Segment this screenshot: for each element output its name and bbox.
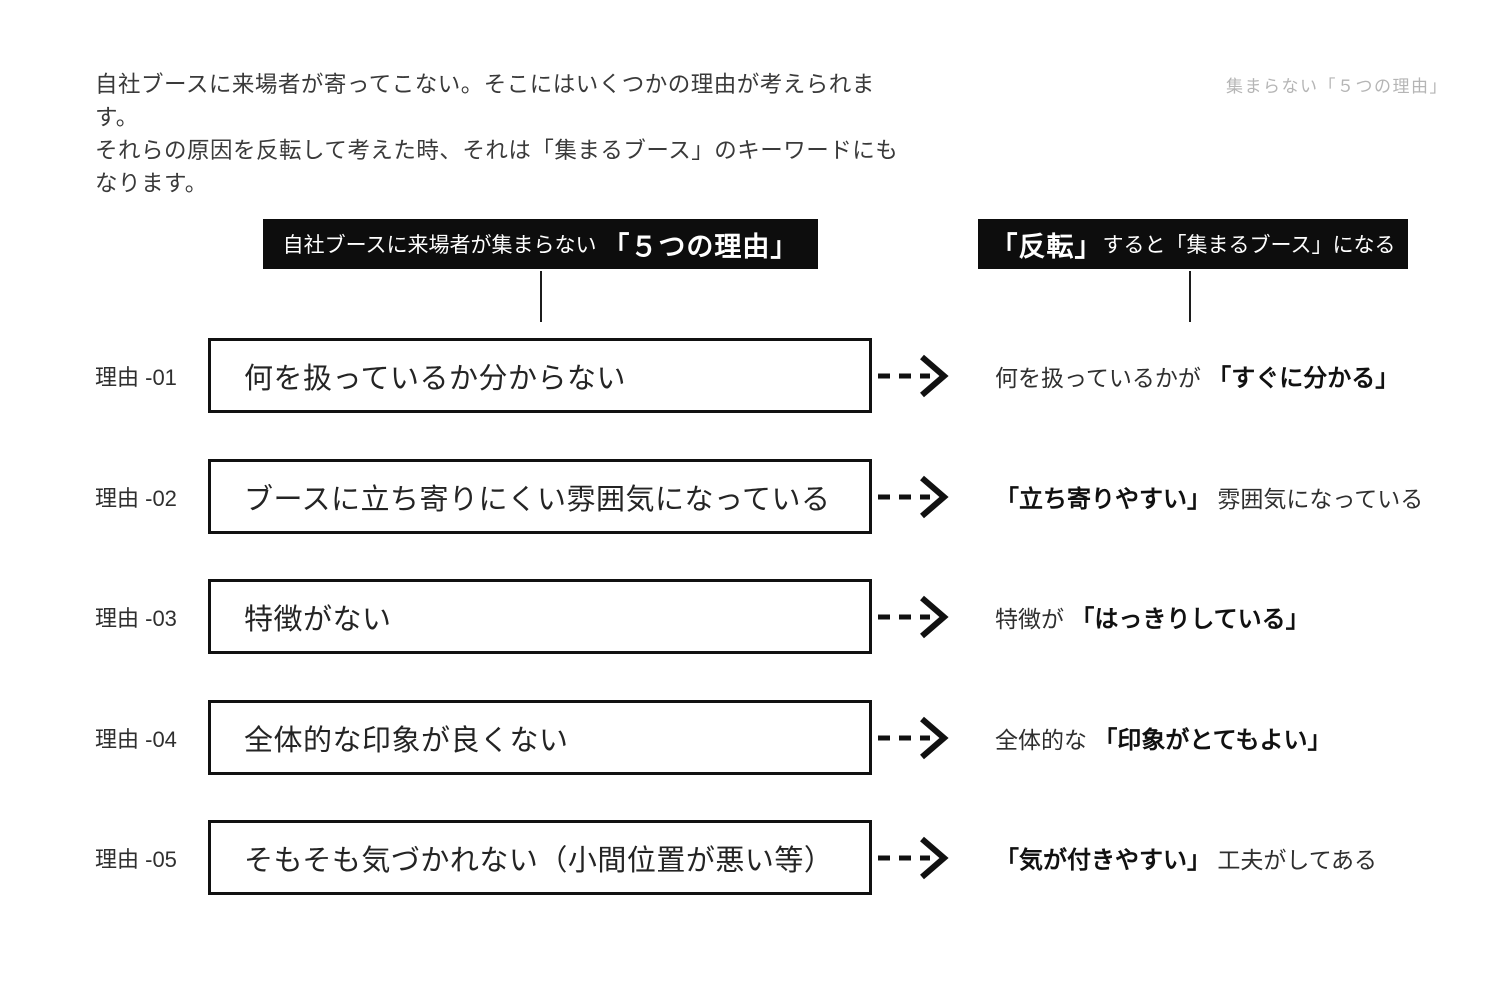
text-segment: 何を扱っているかが bbox=[995, 364, 1208, 391]
right-connector-line bbox=[1189, 271, 1191, 322]
dashed-arrow-icon bbox=[878, 716, 949, 759]
result-text: 何を扱っているかが 「すぐに分かる」 bbox=[995, 338, 1399, 413]
result-text: 特徴が 「はっきりしている」 bbox=[995, 579, 1310, 654]
text-segment: 「すぐに分かる」 bbox=[1207, 365, 1400, 392]
reason-box: ブースに立ち寄りにくい雰囲気になっている bbox=[208, 459, 872, 534]
corner-note: 集まらない「５つの理由」 bbox=[1226, 77, 1448, 96]
reason-row: 理由 -01 何を扱っているか分からない 何を扱っているかが 「すぐに分かる」 bbox=[0, 338, 1500, 413]
result-text: 「立ち寄りやすい」 雰囲気になっている bbox=[995, 459, 1423, 534]
text-segment: 雰囲気になっている bbox=[1211, 485, 1424, 512]
reason-box: 全体的な印象が良くない bbox=[208, 700, 872, 775]
reason-row: 理由 -03 特徴がない 特徴が 「はっきりしている」 bbox=[0, 579, 1500, 654]
reason-box: 特徴がない bbox=[208, 579, 872, 654]
result-text: 「気が付きやすい」 工夫がしてある bbox=[995, 820, 1377, 895]
result-text: 全体的な 「印象がとてもよい」 bbox=[995, 700, 1331, 775]
reason-label: 理由 -02 bbox=[95, 485, 177, 511]
text-segment: 工夫がしてある bbox=[1211, 846, 1378, 873]
reason-box: 何を扱っているか分からない bbox=[208, 338, 872, 413]
reason-row: 理由 -05 そもそも気づかれない（小間位置が悪い等） 「気が付きやすい」 工夫… bbox=[0, 820, 1500, 895]
left-connector-line bbox=[540, 271, 542, 322]
intro-paragraph: 自社ブースに来場者が寄ってこない。そこにはいくつかの理由が考えられます。 それら… bbox=[95, 72, 899, 196]
reason-label: 理由 -01 bbox=[95, 364, 177, 390]
dashed-arrow-icon bbox=[878, 836, 949, 879]
text-segment: 自社ブースに来場者が集まらない bbox=[282, 234, 603, 257]
text-segment: 全体的な bbox=[995, 726, 1094, 753]
reason-label: 理由 -05 bbox=[95, 846, 177, 872]
text-segment: 「はっきりしている」 bbox=[1070, 606, 1310, 633]
right-header-box: 「反転」すると「集まるブース」になる bbox=[978, 219, 1408, 269]
reason-label: 理由 -04 bbox=[95, 726, 177, 752]
dashed-arrow-icon bbox=[878, 475, 949, 518]
dashed-arrow-icon bbox=[878, 354, 949, 397]
text-segment: 「反転」 bbox=[990, 231, 1103, 262]
text-segment: 「気が付きやすい」 bbox=[995, 847, 1211, 874]
reason-row: 理由 -04 全体的な印象が良くない 全体的な 「印象がとてもよい」 bbox=[0, 700, 1500, 775]
text-segment: 特徴が bbox=[995, 605, 1071, 632]
reason-label: 理由 -03 bbox=[95, 605, 177, 631]
left-header-box: 自社ブースに来場者が集まらない 「５つの理由」 bbox=[263, 219, 818, 269]
text-segment: 「立ち寄りやすい」 bbox=[995, 486, 1211, 513]
text-segment: 「印象がとてもよい」 bbox=[1093, 727, 1332, 754]
dashed-arrow-icon bbox=[878, 595, 949, 638]
reason-row: 理由 -02 ブースに立ち寄りにくい雰囲気になっている 「立ち寄りやすい」 雰囲… bbox=[0, 459, 1500, 534]
text-segment: 「５つの理由」 bbox=[602, 231, 799, 262]
reason-box: そもそも気づかれない（小間位置が悪い等） bbox=[208, 820, 872, 895]
text-segment: すると「集まるブース」になる bbox=[1102, 234, 1396, 257]
